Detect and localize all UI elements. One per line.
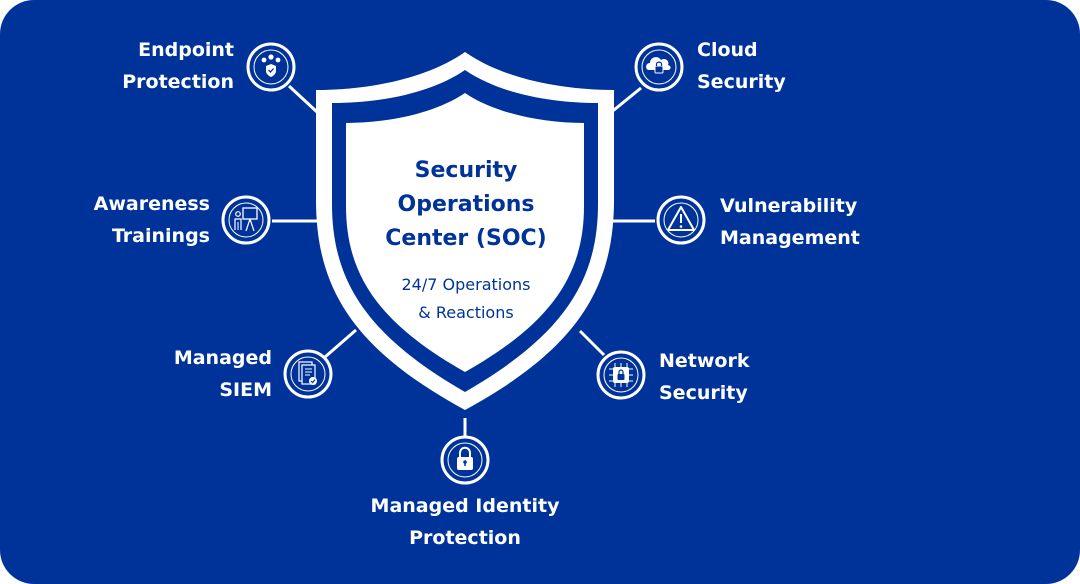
- label-line: Vulnerability: [720, 195, 858, 217]
- label-vulnerability-management: Vulnerability Management: [720, 190, 860, 254]
- users-shield-icon: [246, 42, 296, 92]
- soc-subtitle-line: 24/7 Operations: [401, 275, 531, 294]
- label-line: Management: [720, 227, 860, 249]
- cloud-lock-icon: [634, 42, 684, 92]
- label-line: Security: [697, 71, 786, 93]
- label-line: Managed Identity: [370, 495, 560, 517]
- label-cloud-security: Cloud Security: [697, 34, 786, 98]
- soc-subtitle: 24/7 Operations & Reactions: [346, 271, 586, 327]
- label-network-security: Network Security: [659, 345, 749, 409]
- document-check-icon: [283, 349, 333, 399]
- connector-siem: [324, 328, 357, 359]
- label-managed-siem: Managed SIEM: [174, 342, 272, 406]
- label-endpoint-protection: Endpoint Protection: [122, 34, 234, 98]
- label-line: Protection: [409, 527, 521, 549]
- padlock-icon: [440, 435, 490, 485]
- label-line: Trainings: [111, 225, 210, 247]
- label-line: Awareness: [93, 193, 210, 215]
- label-line: Protection: [122, 71, 234, 93]
- label-line: Managed: [173, 347, 272, 369]
- label-managed-identity-protection: Managed Identity Protection: [345, 490, 585, 554]
- shield-emblem: [316, 52, 614, 410]
- label-line: SIEM: [219, 379, 272, 401]
- soc-title-line: Operations: [397, 192, 535, 217]
- connector-cloud: [608, 86, 642, 116]
- presentation-board-icon: [221, 195, 271, 245]
- warning-triangle-icon: [656, 195, 706, 245]
- label-line: Network: [659, 350, 750, 372]
- label-line: Cloud: [697, 39, 758, 61]
- label-line: Security: [659, 382, 748, 404]
- soc-title-line: Center (SOC): [385, 226, 547, 251]
- soc-title: Security Operations Center (SOC): [346, 154, 586, 256]
- soc-title-line: Security: [414, 158, 518, 183]
- chip-lock-icon: [596, 350, 646, 400]
- soc-subtitle-line: & Reactions: [418, 303, 514, 322]
- label-awareness-trainings: Awareness Trainings: [94, 188, 210, 252]
- label-line: Endpoint: [138, 39, 234, 61]
- connector-network: [578, 329, 606, 357]
